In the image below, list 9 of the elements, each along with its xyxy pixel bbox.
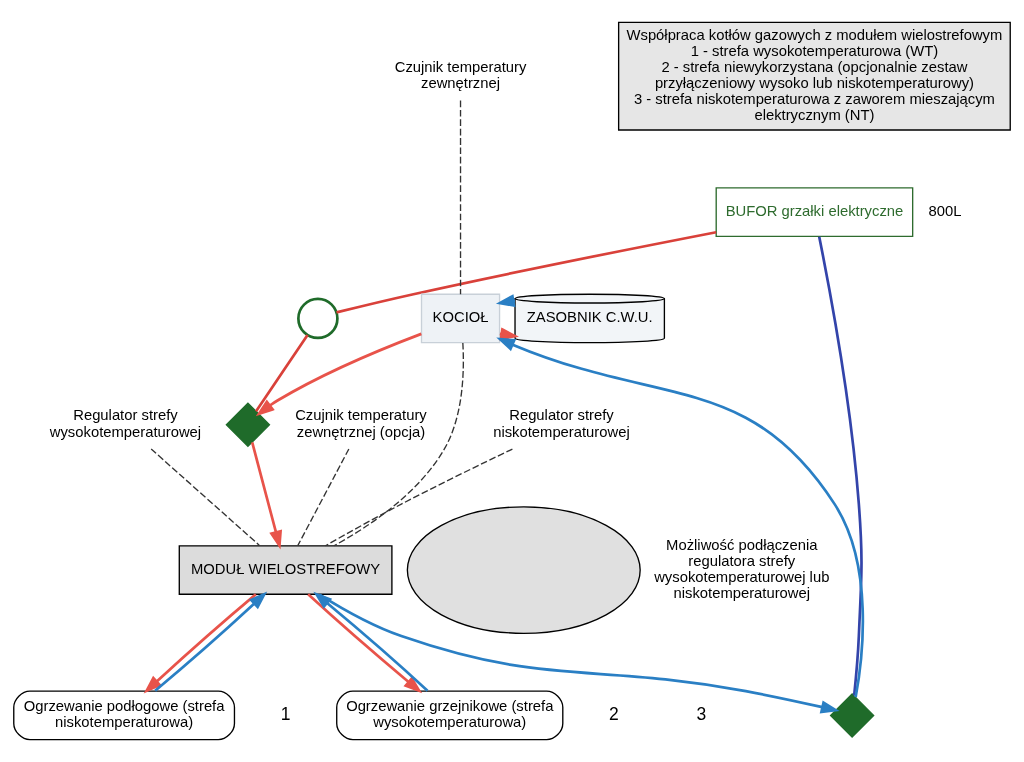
node-text: Czujnik temperatury zewnętrznej (opcja)	[295, 407, 427, 440]
node-label: 800L	[928, 202, 962, 219]
node-text: Regulator strefy niskotemperaturowej	[493, 407, 630, 440]
node-label: Możliwość podłączenia regulatora strefy wysokotemperaturowej lub niskotemperaturowej	[654, 536, 830, 602]
node-text: Czujnik temperatury zewnętrznej	[394, 58, 527, 92]
label: 2	[609, 703, 619, 724]
label: 3	[696, 703, 707, 724]
node-text: Regulator strefy wysokotemperaturowej	[49, 407, 202, 440]
label: 1	[280, 703, 291, 724]
